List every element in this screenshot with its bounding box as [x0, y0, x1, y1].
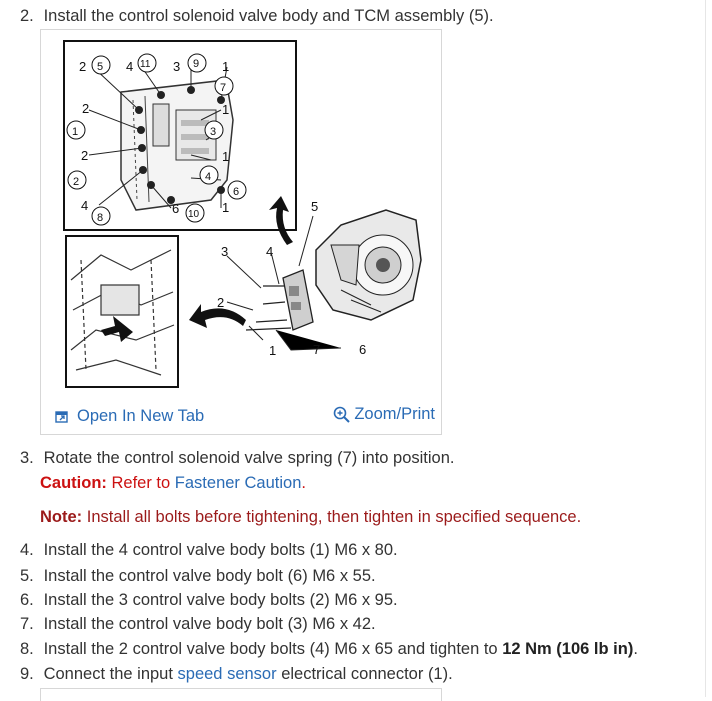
svg-text:1: 1 — [269, 343, 276, 358]
svg-text:8: 8 — [97, 212, 103, 224]
step-text: Install the 4 control valve body bolts (… — [43, 541, 398, 559]
open-in-new-tab-link[interactable]: Open In New Tab — [55, 407, 204, 426]
step-9: 9. Connect the input speed sensor electr… — [20, 664, 453, 684]
svg-text:6: 6 — [233, 186, 239, 198]
svg-text:5: 5 — [97, 61, 103, 73]
step-7: 7. Install the control valve body bolt (… — [20, 614, 376, 634]
caution-label: Caution: — [40, 474, 107, 492]
caution-period: . — [301, 474, 306, 492]
svg-text:4: 4 — [205, 171, 211, 183]
step-number: 3. — [20, 449, 34, 467]
svg-text:3: 3 — [221, 244, 228, 259]
new-tab-icon — [55, 410, 68, 423]
step-4: 4. Install the 4 control valve body bolt… — [20, 540, 398, 560]
page-right-border — [705, 0, 706, 697]
svg-text:4: 4 — [81, 198, 88, 213]
step-6: 6. Install the 3 control valve body bolt… — [20, 590, 398, 610]
svg-text:11: 11 — [140, 59, 151, 70]
svg-text:2: 2 — [73, 176, 79, 188]
svg-text:6: 6 — [359, 342, 366, 357]
svg-text:1: 1 — [72, 126, 78, 138]
step-number: 9. — [20, 665, 34, 683]
callout-labels: 2 5 4 11 3 9 1 7 2 1 1 3 2 2 1 4 6 4 8 6… — [66, 53, 247, 226]
rotate-arrow — [269, 196, 293, 245]
caution-text: Refer to — [111, 474, 171, 492]
caution-line: Caution: Refer to Fastener Caution. — [40, 473, 306, 493]
step-number: 5. — [20, 567, 34, 585]
step-text: Install the control valve body bolt (3) … — [43, 615, 376, 633]
svg-text:2: 2 — [82, 101, 89, 116]
step-text: Install the 2 control valve body bolts (… — [43, 640, 498, 658]
svg-text:9: 9 — [193, 58, 199, 70]
svg-text:2: 2 — [81, 148, 88, 163]
zoom-in-icon — [334, 406, 351, 423]
valve-body-plate — [120, 79, 234, 211]
svg-text:4: 4 — [126, 59, 133, 74]
inset-arrow — [101, 316, 133, 342]
next-figure-panel — [40, 688, 442, 701]
svg-text:3: 3 — [210, 126, 216, 138]
step-number: 6. — [20, 591, 34, 609]
svg-text:4: 4 — [266, 244, 273, 259]
step-number: 4. — [20, 541, 34, 559]
step-2: 2. Install the control solenoid valve bo… — [20, 6, 494, 26]
step-text-end: electrical connector (1). — [281, 665, 453, 683]
zoom-print-link[interactable]: Zoom/Print — [333, 405, 435, 424]
note-text: Install all bolts before tightening, the… — [86, 508, 582, 526]
detail-inset-drawing — [70, 249, 175, 376]
step-text: Connect the input — [43, 665, 173, 683]
step-text: Rotate the control solenoid valve spring… — [43, 449, 455, 467]
svg-text:10: 10 — [188, 209, 200, 220]
svg-text:1: 1 — [222, 200, 229, 215]
transmission-case — [315, 209, 422, 321]
note-line: Note: Install all bolts before tightenin… — [40, 507, 581, 527]
svg-text:7: 7 — [220, 82, 226, 94]
svg-text:5: 5 — [311, 199, 318, 214]
step-text: Install the 3 control valve body bolts (… — [43, 591, 398, 609]
step-3: 3. Rotate the control solenoid valve spr… — [20, 448, 455, 468]
step-text: Install the control valve body bolt (6) … — [43, 567, 376, 585]
valve-body-illustration: 2 5 4 11 3 9 1 7 2 1 1 3 2 2 1 4 6 4 8 6… — [63, 40, 422, 388]
step-5: 5. Install the control valve body bolt (… — [20, 566, 376, 586]
svg-text:1: 1 — [222, 102, 229, 117]
open-in-new-tab-label: Open In New Tab — [77, 407, 205, 425]
note-label: Note: — [40, 508, 83, 526]
step-period: . — [633, 640, 638, 658]
fastener-caution-link[interactable]: Fastener Caution — [174, 474, 302, 492]
step-text: Install the control solenoid valve body … — [43, 7, 494, 25]
svg-text:7: 7 — [313, 342, 320, 357]
solenoid-valve-body — [245, 269, 342, 351]
svg-text:3: 3 — [173, 59, 180, 74]
assembly-labels: 3 4 5 2 1 7 6 — [217, 199, 366, 358]
svg-text:2: 2 — [217, 295, 224, 310]
svg-text:1: 1 — [222, 59, 229, 74]
svg-text:1: 1 — [222, 149, 229, 164]
figure-links: Open In New Tab Zoom/Print — [41, 402, 441, 432]
step-number: 7. — [20, 615, 34, 633]
figure-panel: 2 5 4 11 3 9 1 7 2 1 1 3 2 2 1 4 6 4 8 6… — [40, 29, 442, 435]
svg-text:2: 2 — [79, 59, 86, 74]
install-arrow — [189, 304, 246, 328]
svg-text:6: 6 — [172, 201, 179, 216]
step-8: 8. Install the 2 control valve body bolt… — [20, 639, 638, 659]
speed-sensor-link[interactable]: speed sensor — [177, 665, 277, 683]
zoom-print-label: Zoom/Print — [354, 405, 435, 423]
step-number: 8. — [20, 640, 34, 658]
step-number: 2. — [20, 7, 34, 25]
torque-spec: 12 Nm (106 lb in) — [502, 640, 634, 658]
